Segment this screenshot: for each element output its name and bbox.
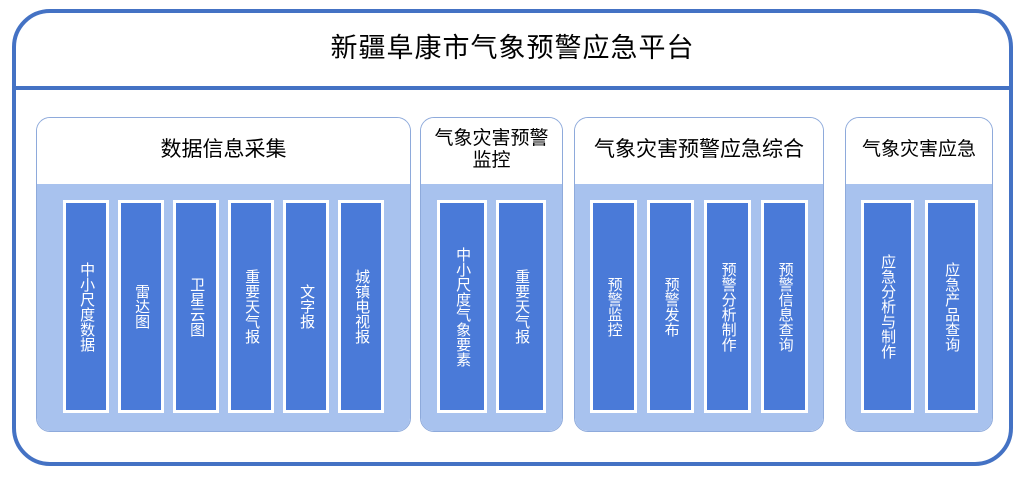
module-bar-label: 雷达图 [133, 284, 151, 329]
module-bar-label: 预警信息查询 [776, 261, 794, 352]
module-bar[interactable]: 重要天气报 [496, 200, 546, 413]
module-bar-label: 预警监控 [605, 276, 623, 337]
module-bar[interactable]: 预警信息查询 [761, 200, 808, 413]
module-bar[interactable]: 应急产品查询 [924, 200, 978, 413]
module-bar-label: 预警分析制作 [719, 261, 737, 352]
module-bar[interactable]: 应急分析与制作 [860, 200, 914, 413]
group-body-warning-emergency-integrated: 预警监控 预警发布 预警分析制作 预警信息查询 [575, 184, 823, 431]
module-bar[interactable]: 预警监控 [590, 200, 637, 413]
module-bar[interactable]: 文字报 [283, 200, 329, 413]
group-card-warning-emergency-integrated[interactable]: 气象灾害预警应急综合 预警监控 预警发布 预警分析制作 预警信息查询 [574, 117, 824, 432]
module-bar-label: 重要天气报 [513, 269, 531, 344]
module-bar-label: 应急产品查询 [943, 261, 961, 352]
module-bar[interactable]: 预警发布 [647, 200, 694, 413]
group-title-data-collection: 数据信息采集 [37, 118, 410, 184]
group-body-data-collection: 中小尺度数据 雷达图 卫星云图 重要天气报 文字报 城镇电视报 [37, 184, 410, 431]
title-divider [12, 86, 1013, 90]
group-title-disaster-emergency: 气象灾害应急 [846, 118, 992, 184]
page-title: 新疆阜康市气象预警应急平台 [330, 33, 695, 63]
module-bar-label: 重要天气报 [243, 269, 261, 344]
group-card-disaster-emergency[interactable]: 气象灾害应急 应急分析与制作 应急产品查询 [845, 117, 993, 432]
module-bar[interactable]: 预警分析制作 [704, 200, 751, 413]
module-bar[interactable]: 中小尺度气象要素 [437, 200, 487, 413]
module-bar-label: 城镇电视报 [353, 269, 371, 344]
group-body-disaster-emergency: 应急分析与制作 应急产品查询 [846, 184, 992, 431]
group-title-disaster-warning-monitoring: 气象灾害预警监控 [421, 118, 562, 184]
module-bar-label: 预警发布 [662, 276, 680, 337]
module-bar[interactable]: 城镇电视报 [338, 200, 384, 413]
module-bar-label: 卫星云图 [188, 276, 206, 337]
group-title-warning-emergency-integrated: 气象灾害预警应急综合 [575, 118, 823, 184]
group-body-disaster-warning-monitoring: 中小尺度气象要素 重要天气报 [421, 184, 562, 431]
module-bar-label: 应急分析与制作 [879, 254, 897, 359]
module-bar-label: 中小尺度气象要素 [454, 246, 472, 367]
module-bar[interactable]: 重要天气报 [228, 200, 274, 413]
module-bar[interactable]: 卫星云图 [173, 200, 219, 413]
group-card-data-collection[interactable]: 数据信息采集 中小尺度数据 雷达图 卫星云图 重要天气报 文字报 城镇电视报 [36, 117, 411, 432]
group-card-disaster-warning-monitoring[interactable]: 气象灾害预警监控 中小尺度气象要素 重要天气报 [420, 117, 563, 432]
module-bar[interactable]: 中小尺度数据 [63, 200, 109, 413]
module-bar[interactable]: 雷达图 [118, 200, 164, 413]
module-bar-label: 文字报 [298, 284, 316, 329]
module-bar-label: 中小尺度数据 [78, 261, 96, 352]
